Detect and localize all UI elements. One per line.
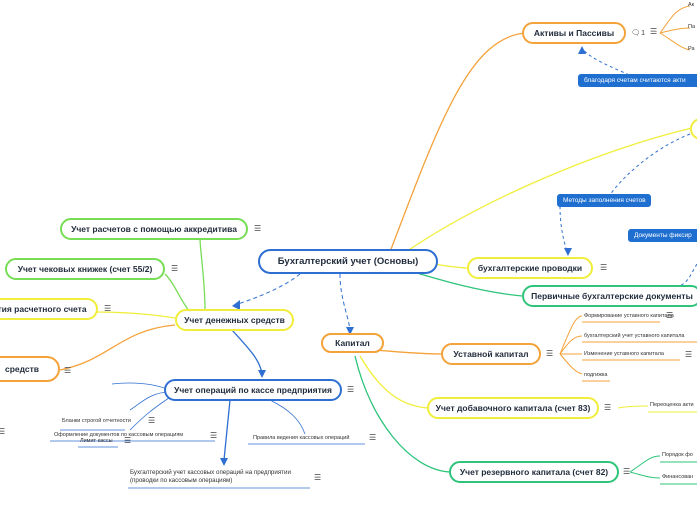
hamburger-icon[interactable]: ☰ [369, 433, 377, 442]
assets-child-3[interactable]: Ра [688, 46, 695, 52]
cashops-child-rules[interactable]: Правила ведения кассовых операций [253, 435, 350, 441]
hamburger-icon[interactable]: ☰ [64, 366, 72, 375]
hamburger-icon[interactable]: ☰ [604, 403, 612, 412]
note-documents[interactable]: Документы фиксир [628, 229, 697, 242]
topic-assets-liabilities[interactable]: Активы и Пассивы [522, 22, 626, 44]
topic-checkbooks[interactable]: Учет чековых книжек (счет 55/2) [5, 258, 165, 280]
topic-charter-capital[interactable]: Уставной капитал [441, 343, 541, 365]
cashops-child-forms[interactable]: Бланки строгой отчетности [62, 418, 131, 424]
topic-capital[interactable]: Капитал [321, 333, 384, 353]
reserve-child-financing[interactable]: Финансован [662, 474, 694, 480]
assets-child-2[interactable]: Па [688, 24, 696, 30]
hamburger-icon[interactable]: ☰ [600, 263, 608, 272]
hamburger-icon[interactable]: ☰ [666, 311, 674, 320]
assets-child-1[interactable]: Ак [688, 2, 695, 8]
hamburger-icon[interactable]: ☰ [650, 27, 658, 36]
hamburger-icon[interactable]: ☰ [546, 349, 554, 358]
topic-accreditive[interactable]: Учет расчетов с помощью аккредитива [60, 218, 248, 240]
cashops-child-documents[interactable]: Оформление документов по кассовым операц… [54, 432, 184, 438]
topic-additional-capital[interactable]: Учет добавочного капитала (счет 83) [427, 397, 599, 419]
hamburger-icon[interactable]: ☰ [0, 427, 6, 436]
hamburger-icon[interactable]: ☰ [210, 431, 218, 440]
hamburger-icon[interactable]: ☰ [171, 264, 179, 273]
topic-postings[interactable]: бухгалтерские проводки [467, 257, 593, 279]
cashops-child-limit[interactable]: Лимит кассы [80, 438, 113, 444]
topic-cash[interactable]: Учет денежных средств [175, 309, 294, 331]
topic-reserve-capital[interactable]: Учет резервного капитала (счет 82) [449, 461, 619, 483]
charter-child-change[interactable]: Изменение уставного капитала [584, 351, 664, 357]
comment-icon[interactable]: 🗨 [631, 28, 641, 37]
note-filling-methods[interactable]: Методы заполнения счетов [557, 194, 651, 207]
topic-cash-operations[interactable]: Учет операций по кассе предприятия [164, 379, 342, 401]
root-topic[interactable]: Бухгалтерский учет (Основы) [258, 249, 438, 274]
hamburger-icon[interactable]: ☰ [314, 473, 322, 482]
hamburger-icon[interactable]: ☰ [623, 467, 631, 476]
charter-child-adjustment[interactable]: подгижка [584, 372, 608, 378]
hamburger-icon[interactable]: ☰ [254, 224, 262, 233]
topic-funds[interactable]: средств [0, 356, 60, 382]
hamburger-icon[interactable]: ☰ [104, 304, 112, 313]
reserve-child-procedure[interactable]: Порядок фо [662, 452, 693, 458]
hamburger-icon[interactable]: ☰ [347, 385, 355, 394]
comment-count: 1 [641, 28, 646, 37]
cashops-child-postings[interactable]: Бухгалтерский учет кассовых операций на … [130, 469, 291, 484]
additional-child-revaluation[interactable]: Переоценка акти [650, 402, 694, 408]
note-accounts[interactable]: благодаря счетам считаются акти [578, 74, 697, 87]
charter-child-formation[interactable]: Формирование уставного капитала [584, 313, 674, 319]
hamburger-icon[interactable]: ☰ [124, 436, 132, 445]
topic-current-account[interactable]: тия расчетного счета [0, 298, 98, 320]
hamburger-icon[interactable]: ☰ [685, 350, 693, 359]
hamburger-icon[interactable]: ☰ [148, 416, 156, 425]
topic-primary-documents[interactable]: Первичные бухгалтерские документы [522, 285, 697, 307]
charter-child-accounting[interactable]: бухгалтерский учет уставного капитала [584, 333, 685, 339]
